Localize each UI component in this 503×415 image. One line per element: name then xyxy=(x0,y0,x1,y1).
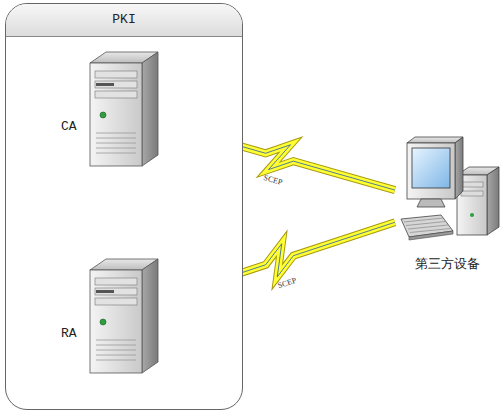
edge-label: SCEP xyxy=(262,173,283,187)
group-box: PKI CA RA xyxy=(5,3,243,410)
node-label: CA xyxy=(61,119,77,134)
server-icon xyxy=(82,256,162,374)
group-title: PKI xyxy=(112,12,135,27)
server-icon xyxy=(82,49,162,167)
device-node: 第三方设备 xyxy=(395,135,500,275)
computer-icon xyxy=(395,135,500,253)
edge-label: SCEP xyxy=(276,276,297,291)
server-node: CA xyxy=(56,49,164,169)
node-label: RA xyxy=(61,326,77,341)
server-node: RA xyxy=(56,256,164,376)
node-label: 第三方设备 xyxy=(415,255,480,273)
